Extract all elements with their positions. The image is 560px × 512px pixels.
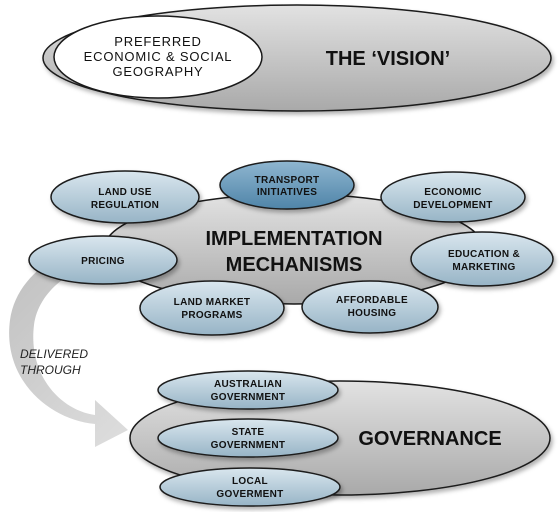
node-land-use-line-2: REGULATION xyxy=(91,200,159,211)
node-transport-line-2: INITIATIVES xyxy=(257,187,317,198)
node-economic-line-1: ECONOMIC xyxy=(424,187,481,198)
node-land-market-programs: LAND MARKET PROGRAMS xyxy=(139,280,285,336)
node-land-market-line-2: PROGRAMS xyxy=(181,310,242,321)
vision-inner-line-2: ECONOMIC & SOCIAL xyxy=(84,49,233,64)
level-local-line-1: LOCAL xyxy=(232,476,268,487)
node-economic-line-2: DEVELOPMENT xyxy=(413,200,492,211)
node-land-use-line-1: LAND USE xyxy=(98,187,152,198)
node-affordable-housing: AFFORDABLE HOUSING xyxy=(301,280,439,334)
level-australian-line-2: GOVERNMENT xyxy=(211,392,286,403)
governance-group: GOVERNANCE AUSTRALIAN GOVERNMENT STATE G… xyxy=(129,370,551,507)
vision-inner-line-1: PREFERRED xyxy=(114,34,201,49)
node-transport-initiatives: TRANSPORT INITIATIVES xyxy=(219,160,355,210)
implementation-group: IMPLEMENTATION MECHANISMS TRANSPORT INIT… xyxy=(28,160,554,336)
level-local-line-2: GOVERMENT xyxy=(216,489,283,500)
vision-inner-line-3: GEOGRAPHY xyxy=(113,64,204,79)
node-economic-development: ECONOMIC DEVELOPMENT xyxy=(380,171,526,223)
level-state-line-1: STATE xyxy=(232,427,265,438)
node-education-line-1: EDUCATION & xyxy=(448,249,520,260)
vision-inner-ellipse xyxy=(53,15,263,99)
node-pricing: PRICING xyxy=(28,235,178,285)
level-local-government: LOCAL GOVERMENT xyxy=(159,467,341,507)
node-education-line-2: MARKETING xyxy=(452,262,515,273)
node-affordable-line-1: AFFORDABLE xyxy=(336,295,408,306)
delivered-through-arrow: DELIVERED THROUGH xyxy=(9,225,233,447)
arrow-label-line-2: THROUGH xyxy=(20,363,81,377)
level-state-government: STATE GOVERNMENT xyxy=(157,418,339,458)
vision-group: PREFERRED ECONOMIC & SOCIAL GEOGRAPHY TH… xyxy=(42,4,552,112)
implementation-title-line-1: IMPLEMENTATION xyxy=(205,228,382,250)
node-transport-line-1: TRANSPORT xyxy=(255,175,320,186)
node-pricing-line-1: PRICING xyxy=(81,256,125,267)
implementation-title-line-2: MECHANISMS xyxy=(226,254,363,276)
node-affordable-line-2: HOUSING xyxy=(348,308,397,319)
node-land-use-regulation: LAND USE REGULATION xyxy=(50,170,200,224)
level-state-line-2: GOVERNMENT xyxy=(211,440,286,451)
level-australian-line-1: AUSTRALIAN xyxy=(214,379,282,390)
vision-title: THE ‘VISION’ xyxy=(326,48,450,70)
node-land-market-line-1: LAND MARKET xyxy=(174,297,251,308)
level-australian-government: AUSTRALIAN GOVERNMENT xyxy=(157,370,339,410)
arrow-label-line-1: DELIVERED xyxy=(20,347,88,361)
governance-title: GOVERNANCE xyxy=(358,428,501,450)
node-education-marketing: EDUCATION & MARKETING xyxy=(410,231,554,287)
